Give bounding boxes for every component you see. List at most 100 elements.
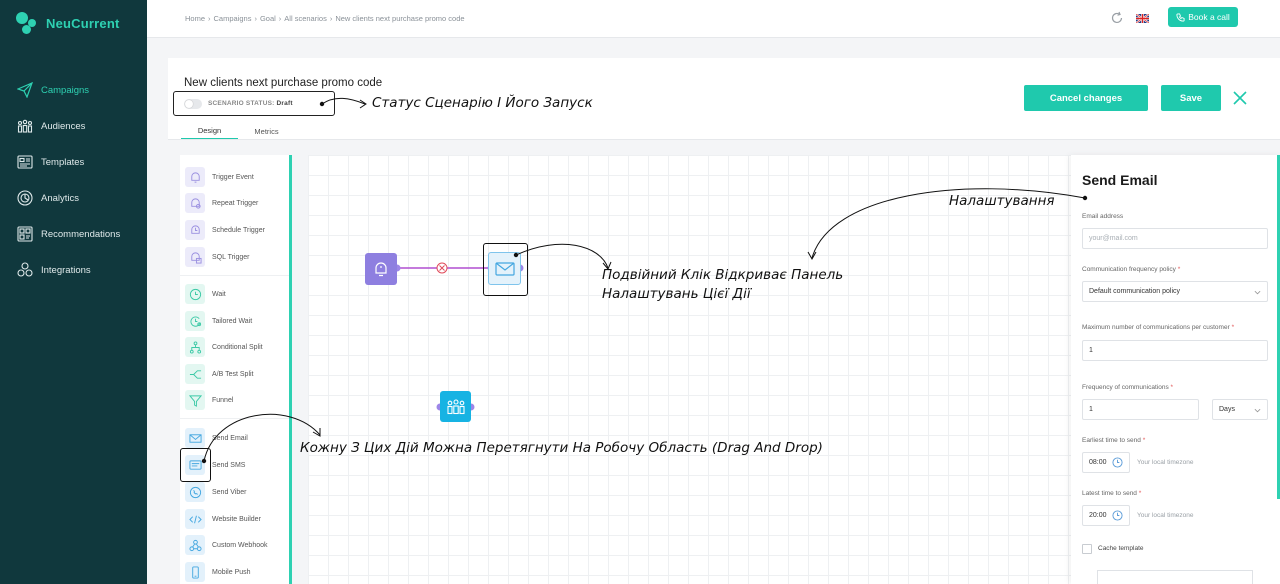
annotation-drag-drop: Кожну З Цих Дій Можна Перетягнути На Роб…: [300, 440, 823, 456]
integrations-icon: [17, 262, 33, 278]
palette-item-label: SQL Trigger: [212, 253, 250, 261]
frequency-input[interactable]: 1: [1082, 399, 1199, 420]
trigger-event-node[interactable]: [365, 253, 397, 285]
tab-metrics[interactable]: Metrics: [254, 126, 279, 136]
divider: [168, 139, 1280, 140]
palette-wait[interactable]: Wait: [185, 283, 226, 305]
cache-template-checkbox[interactable]: [1082, 544, 1092, 554]
save-button[interactable]: Save: [1161, 85, 1221, 111]
send-email-node[interactable]: [488, 252, 521, 285]
breadcrumb-all-scenarios[interactable]: All scenarios: [284, 14, 327, 23]
palette-ab-test-split[interactable]: A/B Test Split: [185, 363, 254, 385]
logo[interactable]: NeuCurrent: [16, 11, 120, 35]
palette-trigger-event[interactable]: Trigger Event: [185, 166, 254, 188]
status-toggle[interactable]: [184, 98, 202, 109]
palette-item-label: Conditional Split: [212, 343, 263, 351]
palette-item-label: Send SMS: [212, 461, 246, 469]
people-icon: [446, 398, 465, 414]
palette-funnel[interactable]: Funnel: [185, 389, 233, 411]
sidebar-item-label: Integrations: [41, 264, 91, 276]
webhook-icon: [185, 535, 205, 555]
people-icon: [17, 118, 33, 134]
required-mark: *: [1142, 437, 1146, 444]
bell-icon: [185, 167, 205, 187]
book-call-label: Book a call: [1188, 12, 1230, 22]
sql-bell-icon: [185, 247, 205, 267]
cache-template-label: Cache template: [1098, 545, 1144, 552]
label-text: Earliest time to send: [1082, 437, 1141, 444]
breadcrumb-home[interactable]: Home: [185, 14, 206, 23]
palette-item-label: Trigger Event: [212, 173, 254, 181]
palette-sql-trigger[interactable]: SQL Trigger: [185, 246, 249, 268]
palette-item-label: Repeat Trigger: [212, 199, 259, 207]
sidebar-item-templates[interactable]: Templates: [0, 144, 147, 180]
annotation-double-click-line1: Подвійний Клік Відкриває Панель: [602, 267, 844, 283]
label-text: Communication frequency policy: [1082, 266, 1176, 273]
status-value: Draft: [276, 100, 293, 107]
palette-custom-webhook[interactable]: Custom Webhook: [185, 534, 268, 556]
workflow-canvas[interactable]: [308, 155, 1071, 584]
sidebar-item-campaigns[interactable]: Campaigns: [0, 72, 147, 108]
palette-item-label: Send Viber: [212, 488, 247, 496]
breadcrumb-goal[interactable]: Goal: [259, 14, 276, 23]
palette-tailored-wait[interactable]: Tailored Wait: [185, 310, 252, 332]
sidebar-item-audiences[interactable]: Audiences: [0, 108, 147, 144]
funnel-icon: [185, 390, 205, 410]
frequency-unit-value: Days: [1219, 406, 1235, 413]
palette-website-builder[interactable]: Website Builder: [185, 508, 261, 530]
close-icon[interactable]: [1232, 90, 1248, 106]
sidebar-item-label: Templates: [41, 156, 85, 168]
palette-send-sms[interactable]: Send SMS: [185, 454, 245, 476]
ab-test-icon: [185, 364, 205, 384]
earliest-time-input[interactable]: 08:00: [1082, 452, 1130, 473]
sidebar-item-label: Audiences: [41, 120, 86, 132]
palette-item-label: Tailored Wait: [212, 317, 253, 325]
uk-flag-icon[interactable]: [1136, 14, 1149, 23]
cancel-changes-button[interactable]: Cancel changes: [1024, 85, 1148, 111]
frequency-unit-select[interactable]: Days: [1212, 399, 1268, 420]
palette-schedule-trigger[interactable]: Schedule Trigger: [185, 219, 265, 241]
palette-send-email[interactable]: Send Email: [185, 427, 248, 449]
email-field[interactable]: your@mail.com: [1082, 228, 1268, 249]
template-preview[interactable]: [1097, 570, 1253, 584]
max-comm-input[interactable]: 1: [1082, 340, 1268, 361]
chevron-down-icon: [1254, 290, 1261, 295]
tab-design[interactable]: Design: [181, 122, 238, 140]
logo-text: NeuCurrent: [46, 15, 120, 31]
latest-time-input[interactable]: 20:00: [1082, 505, 1130, 526]
breadcrumb-campaigns[interactable]: Campaigns: [213, 14, 252, 23]
palette-send-viber[interactable]: Send Viber: [185, 481, 247, 503]
freq-policy-select[interactable]: Default communication policy: [1082, 281, 1268, 302]
recommendations-icon: [17, 226, 33, 242]
refresh-icon[interactable]: [1110, 11, 1124, 25]
breadcrumb: Home› Campaigns› Goal› All scenarios› Ne…: [185, 14, 465, 23]
palette-repeat-trigger[interactable]: Repeat Trigger: [185, 192, 258, 214]
breadcrumb-separator: ›: [208, 14, 211, 23]
send-email-node-highlight: [483, 243, 528, 296]
envelope-icon: [494, 261, 515, 276]
tailored-clock-icon: [185, 311, 205, 331]
sidebar-item-label: Analytics: [41, 192, 80, 204]
sidebar-item-label: Campaigns: [41, 84, 90, 96]
audience-node[interactable]: [440, 391, 471, 422]
chevron-down-icon: [1254, 408, 1261, 413]
palette-item-label: A/B Test Split: [212, 370, 254, 378]
envelope-icon: [185, 428, 205, 448]
divider: [180, 418, 289, 419]
label-text: Frequency of communications: [1082, 384, 1169, 391]
palette-mobile-push[interactable]: Mobile Push: [185, 561, 251, 583]
sidebar-item-recommendations[interactable]: Recommendations: [0, 216, 147, 252]
scenario-status: SCENARIO STATUS: Draft: [173, 91, 335, 116]
palette-conditional-split[interactable]: Conditional Split: [185, 336, 263, 358]
send-sms-highlight: [180, 448, 211, 482]
book-call-button[interactable]: Book a call: [1168, 7, 1238, 27]
sidebar-item-integrations[interactable]: Integrations: [0, 252, 147, 288]
label-text: Latest time to send: [1082, 490, 1137, 497]
required-mark: *: [1170, 384, 1174, 391]
timezone-hint: Your local timezone: [1137, 459, 1194, 466]
sidebar-item-analytics[interactable]: Analytics: [0, 180, 147, 216]
palette-scrollbar[interactable]: [289, 155, 292, 584]
node-connection: [393, 262, 524, 411]
settings-scrollbar[interactable]: [1277, 155, 1280, 499]
palette-item-label: Website Builder: [212, 515, 261, 523]
